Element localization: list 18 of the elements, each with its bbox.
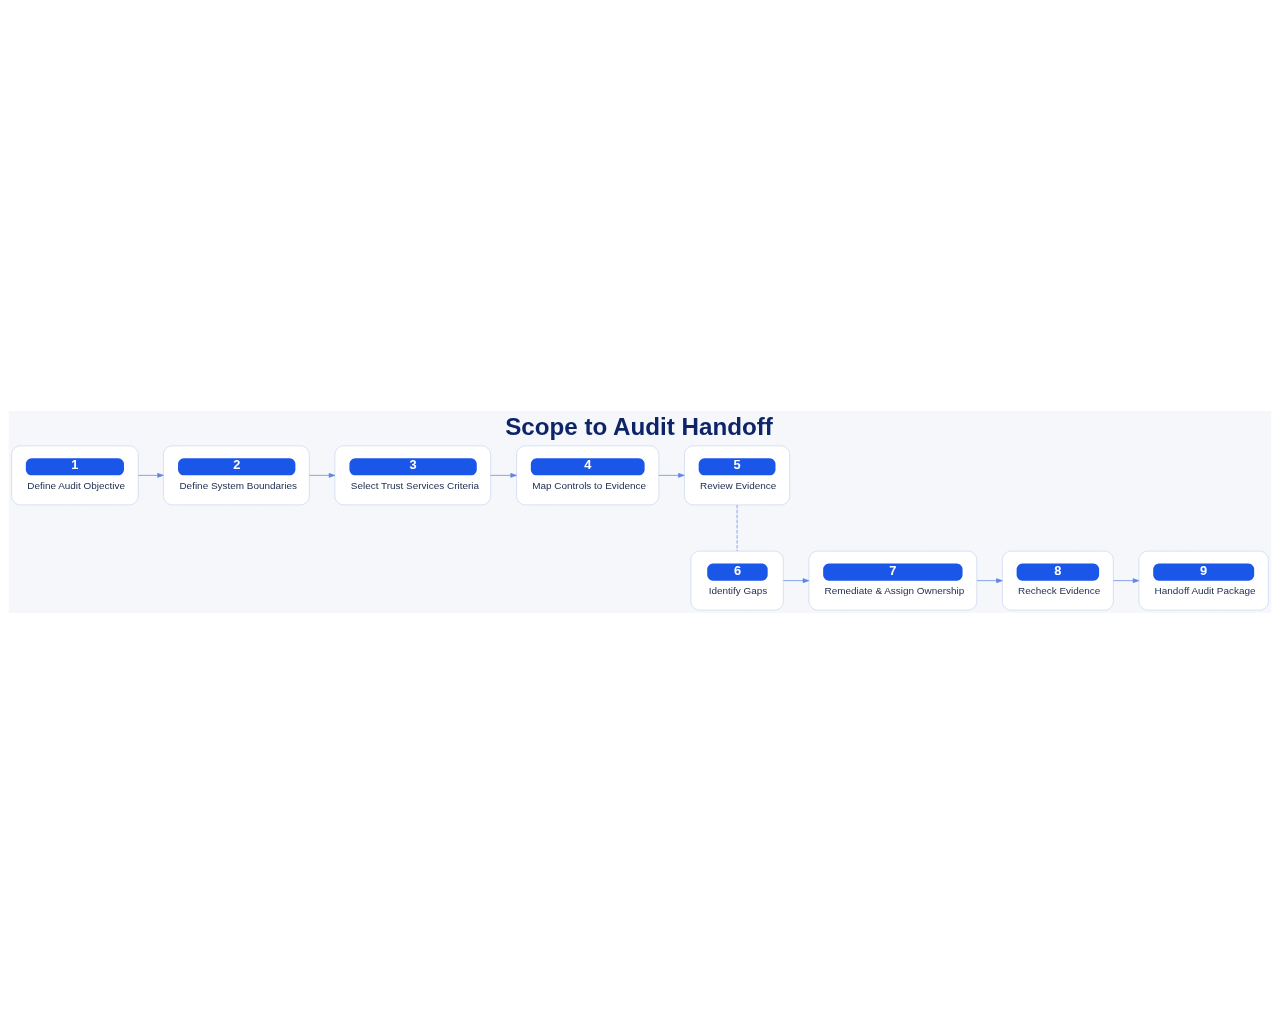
node-box: 3 Select Trust Services Criteria	[334, 445, 491, 506]
node-box: 9 Handoff Audit Package	[1138, 550, 1269, 611]
connector	[736, 504, 738, 552]
arrow	[976, 578, 1003, 583]
arrow	[309, 473, 336, 478]
node-box: 4 Map Controls to Evidence	[516, 445, 660, 506]
arrow	[782, 578, 810, 583]
arrow	[490, 473, 517, 478]
node-box: 2 Define System Boundaries	[163, 445, 310, 506]
node-box: 7 Remediate & Assign Ownership	[808, 550, 978, 611]
node-box: 5 Review Evidence	[684, 445, 791, 506]
node-box: 1 Define Audit Objective	[11, 445, 139, 506]
arrow	[137, 473, 164, 478]
node-box: 6 Identify Gaps	[690, 550, 784, 611]
arrow	[658, 473, 685, 478]
diagram-title: Scope to Audit Handoff	[505, 413, 773, 441]
arrow	[1113, 578, 1140, 583]
node-box: 8 Recheck Evidence	[1002, 550, 1114, 611]
